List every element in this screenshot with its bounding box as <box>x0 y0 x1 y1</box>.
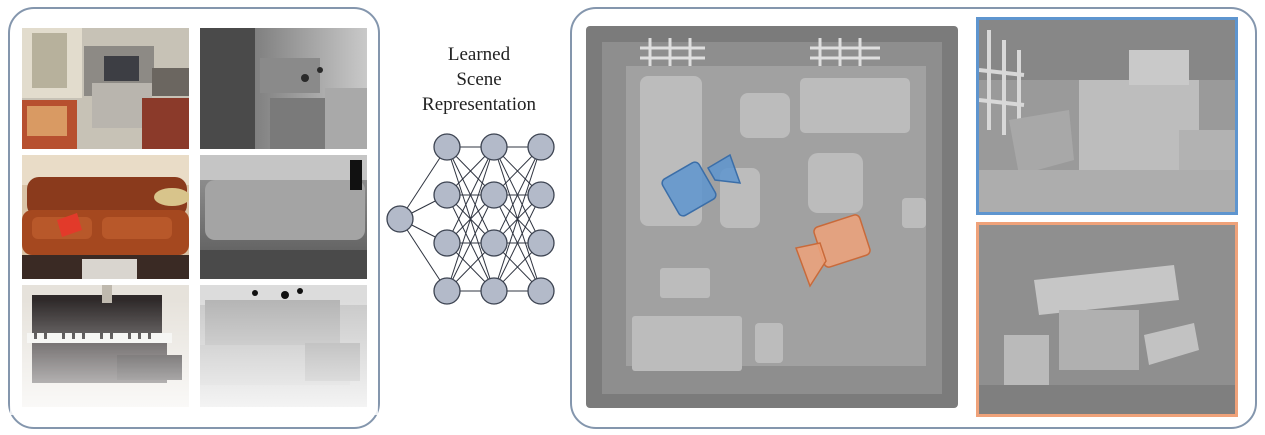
rgb-frame-piano <box>22 285 189 407</box>
piano-shape <box>632 316 742 371</box>
diagram-title: Learned Scene Representation <box>384 42 574 117</box>
depth-frame-piano <box>200 285 367 407</box>
network-node <box>480 133 508 161</box>
network-node <box>433 229 461 257</box>
network-edge <box>399 146 448 220</box>
depth-frame-desk <box>200 28 367 149</box>
network-edge <box>493 194 542 292</box>
network-node <box>386 205 414 233</box>
network-node <box>527 133 555 161</box>
window-grid <box>640 38 880 66</box>
stool-shape <box>755 323 783 363</box>
network-node <box>433 181 461 209</box>
network-node <box>527 181 555 209</box>
rgb-frame-desk <box>22 28 189 149</box>
network-node <box>433 277 461 305</box>
reconstructed-scene-map <box>586 26 958 408</box>
network-edge <box>446 146 495 244</box>
camera-orange-icon <box>794 214 871 288</box>
depth-frame-couch <box>200 155 367 279</box>
title-line-3: Representation <box>422 94 536 115</box>
network-edge <box>399 218 448 292</box>
network-node <box>480 277 508 305</box>
desk-shape <box>800 78 910 133</box>
armchair-top <box>740 93 790 138</box>
rgb-frame-couch <box>22 155 189 279</box>
network-node <box>527 277 555 305</box>
armchair-right <box>808 153 863 213</box>
ottoman-shape <box>720 168 760 228</box>
network-edge <box>493 146 542 244</box>
network-edge <box>493 146 542 292</box>
title-line-1: Learned <box>447 44 511 65</box>
network-node <box>480 229 508 257</box>
network-edge <box>446 146 495 292</box>
network-edge <box>446 194 495 292</box>
network-node <box>480 181 508 209</box>
rendered-view-blue <box>976 17 1238 215</box>
rug-item <box>660 268 710 298</box>
network-node <box>433 133 461 161</box>
title-line-2: Scene <box>456 69 502 90</box>
camera-blue-icon <box>661 153 742 217</box>
side-table <box>902 198 926 228</box>
network-node <box>527 229 555 257</box>
rendered-view-orange <box>976 222 1238 417</box>
neural-network <box>386 133 555 305</box>
